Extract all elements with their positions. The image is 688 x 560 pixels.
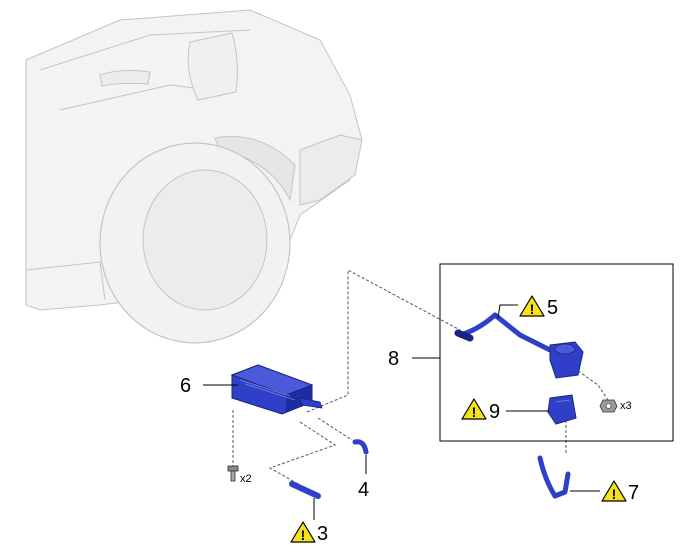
hose-7 [537,455,571,499]
warning-icon-3: ! [290,521,316,543]
routing-leaders [232,269,609,486]
nut-quantity: x3 [620,400,632,412]
bolt-icon [227,465,239,482]
fuel-lid [187,32,238,101]
hose-4 [352,439,369,455]
lower-body-edge [25,261,106,301]
callout-leaders [203,304,600,520]
callout-6: 6 [180,375,191,397]
vehicle-rear-quarter [25,9,363,344]
hose-3 [289,481,321,499]
bolt-quantity: x2 [240,473,252,485]
callout-9: 9 [489,401,500,423]
valve-9 [547,394,577,425]
callout-4: 4 [358,479,369,501]
callout-3: 3 [317,523,328,545]
charcoal-canister [230,364,323,415]
warning-mark-7: ! [612,486,617,502]
warning-mark-3: ! [301,527,306,543]
rear-bumper [299,134,363,206]
warning-icon-5: ! [519,295,545,317]
warning-mark-5: ! [530,301,535,317]
door-handle [99,70,151,87]
warning-icon-9: ! [461,398,487,420]
callout-5: 5 [547,297,558,319]
fuel-tube-5 [454,312,573,355]
tube-bracket [549,341,584,379]
nut-icon [599,399,618,413]
warning-icon-7: ! [601,480,627,502]
rear-wheel-rim [142,169,268,311]
callout-7: 7 [628,482,639,504]
warning-mark-9: ! [472,404,477,420]
sub-assembly-frame [439,263,674,442]
callout-8: 8 [388,348,399,370]
